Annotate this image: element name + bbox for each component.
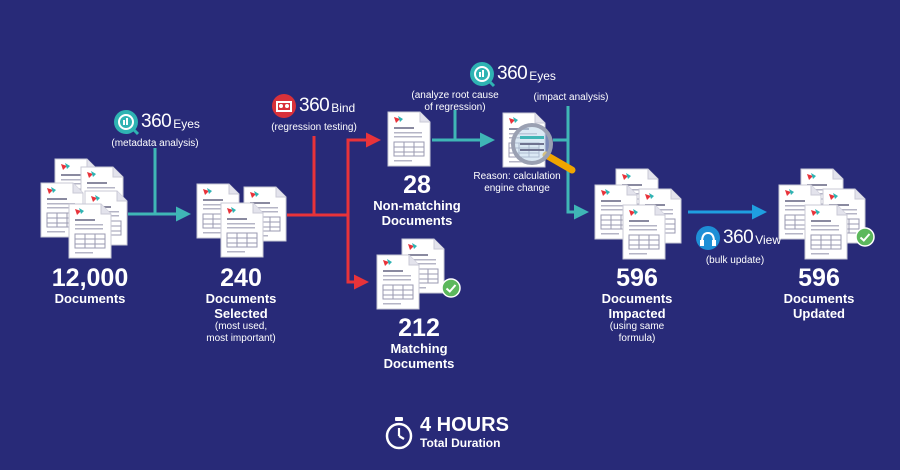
step-count: 596 bbox=[798, 264, 840, 292]
360view-logo: 360 View bbox=[694, 224, 781, 252]
total-duration: 4 HOURS Total Duration bbox=[384, 414, 534, 454]
step-non-matching: 28 Non-matching Documents bbox=[356, 172, 478, 228]
check-icon bbox=[855, 227, 875, 247]
brand-number: 360 bbox=[141, 111, 172, 132]
step-updated: 596 Documents Updated bbox=[766, 265, 872, 321]
360eyes-logo-metadata: 360 Eyes bbox=[112, 108, 200, 136]
step-label: Documents bbox=[601, 291, 673, 306]
connector-analysis-to-impacted bbox=[553, 106, 589, 220]
360eyes-logo-impact: 360 Eyes bbox=[468, 60, 556, 88]
annotation-line: Reason: calculation bbox=[473, 171, 561, 182]
document-icon bbox=[220, 202, 264, 258]
brand-word: Eyes bbox=[529, 69, 556, 83]
step-note: (using same bbox=[609, 321, 665, 332]
brand-number: 360 bbox=[497, 63, 528, 84]
step-start: 12,000 Documents bbox=[30, 265, 150, 306]
step-note: most important) bbox=[206, 333, 276, 344]
annotation-line: of regression) bbox=[424, 102, 486, 113]
step-label: Documents bbox=[383, 356, 455, 371]
step-label: Documents bbox=[783, 291, 855, 306]
step-impacted: 596 Documents Impacted (using same formu… bbox=[584, 265, 690, 345]
duration-label: Total Duration bbox=[420, 436, 501, 450]
step-count: 28 bbox=[403, 171, 431, 199]
annotation-impact-analysis: (impact analysis) bbox=[533, 92, 609, 103]
document-icon bbox=[68, 203, 112, 259]
step-selected: 240 Documents Selected (most used, most … bbox=[188, 265, 294, 345]
stopwatch-icon bbox=[385, 417, 413, 450]
brand-word: View bbox=[755, 233, 781, 247]
step-label: Documents bbox=[381, 213, 453, 228]
step-label: Non-matching bbox=[373, 198, 461, 213]
connector-selected-to-results bbox=[287, 132, 381, 290]
360eyes-logo-icon bbox=[470, 62, 496, 88]
annotation-root-cause: (analyze root cause of regression) bbox=[400, 90, 510, 114]
brand-number: 360 bbox=[299, 95, 330, 116]
360view-logo-icon bbox=[696, 226, 720, 250]
step-matching: 212 Matching Documents bbox=[364, 315, 474, 371]
annotation-reason: Reason: calculation engine change bbox=[464, 171, 570, 195]
annotation-bulk-update: (bulk update) bbox=[705, 255, 765, 266]
step-count: 212 bbox=[398, 314, 440, 342]
connector-nonmatching-to-analysis bbox=[432, 110, 495, 148]
step-label: Selected bbox=[214, 306, 268, 321]
step-note: (most used, bbox=[214, 321, 268, 332]
360eyes-logo-icon bbox=[114, 110, 140, 136]
step-count: 240 bbox=[220, 264, 262, 292]
document-icon bbox=[622, 204, 666, 260]
360bind-logo: 360 Bind bbox=[270, 92, 355, 120]
connector-start-to-selected bbox=[128, 148, 191, 222]
360bind-logo-icon bbox=[272, 94, 296, 118]
brand-number: 360 bbox=[723, 227, 754, 248]
step-count: 596 bbox=[616, 264, 658, 292]
magnifier-icon bbox=[511, 123, 576, 174]
brand-word: Eyes bbox=[173, 117, 200, 131]
annotation-line: engine change bbox=[484, 183, 550, 194]
duration-value: 4 HOURS bbox=[420, 414, 509, 436]
step-label: Documents bbox=[205, 291, 277, 306]
step-note: formula) bbox=[618, 333, 656, 344]
step-count: 12,000 bbox=[51, 264, 129, 292]
step-label: Matching bbox=[390, 341, 448, 356]
step-label: Impacted bbox=[608, 306, 666, 321]
document-icon bbox=[804, 204, 848, 260]
check-icon bbox=[441, 278, 461, 298]
brand-word: Bind bbox=[331, 101, 356, 115]
step-label: Documents bbox=[54, 291, 126, 306]
annotation-line: (analyze root cause bbox=[411, 90, 499, 101]
document-icon bbox=[387, 111, 431, 167]
document-icon bbox=[376, 254, 420, 310]
annotation-metadata: (metadata analysis) bbox=[111, 138, 199, 149]
annotation-regression-testing: (regression testing) bbox=[271, 122, 357, 133]
step-label: Updated bbox=[793, 306, 845, 321]
